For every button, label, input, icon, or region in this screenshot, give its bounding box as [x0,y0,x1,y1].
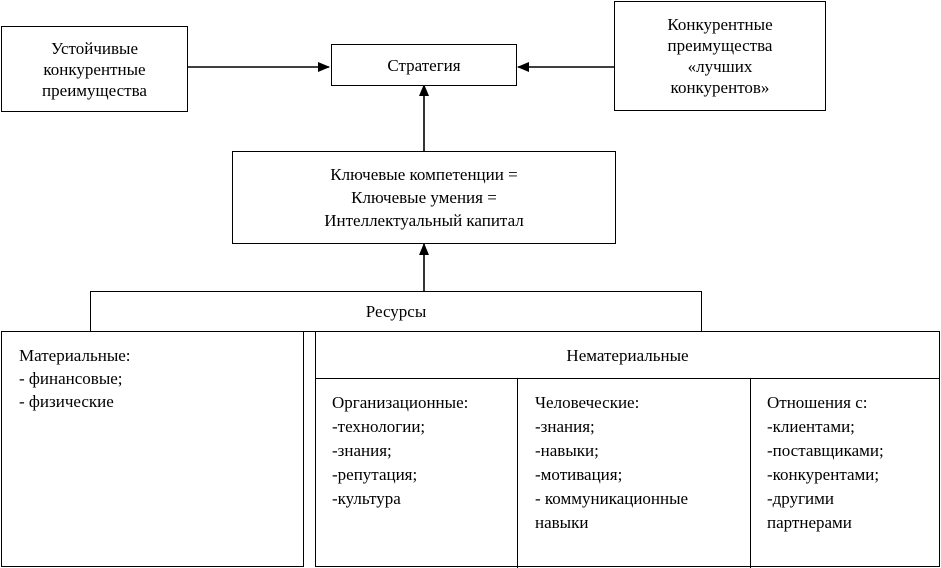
key-competences-box: Ключевые компетенции = Ключевые умения =… [232,151,616,244]
list-item: -знания; [535,417,595,436]
material-resources-text: Материальные: - финансовые; - физические [19,344,131,413]
list-item: -конкурентами; [767,465,880,484]
list-item: - физические [19,392,114,411]
list-item: -клиентами; [767,417,855,436]
divider [750,378,751,568]
divider [316,378,939,379]
list-item: партнерами [767,513,852,532]
list-item: -мотивация; [535,465,623,484]
best-competitors-text: Конкурентные преимущества «лучших конкур… [667,14,772,98]
intangible-resources-box: Нематериальные Организационные: -техноло… [315,331,940,568]
text-line: Интеллектуальный капитал [324,211,524,230]
key-competences-text: Ключевые компетенции = Ключевые умения =… [324,163,524,232]
list-item: -репутация; [332,465,418,484]
intangible-title-row: Нематериальные [316,332,939,378]
text-line: Конкурентные [667,15,773,34]
strategy-label: Стратегия [387,55,461,75]
text-line: преимущества [667,36,773,55]
text-line: Ключевые умения = [351,188,497,207]
list-item: -другими [767,489,835,508]
text-line: преимущества [42,80,147,100]
text-line: конкурентные [43,59,146,79]
intangible-title: Нематериальные [566,345,689,365]
human-resources: Человеческие: -знания; -навыки; -мотивац… [535,391,688,535]
resources-label: Ресурсы [365,302,427,321]
list-item: навыки [535,513,589,532]
organizational-title: Организационные: [332,393,469,412]
relations-title: Отношения с: [767,393,868,412]
sustainable-advantages-text: Устойчивые конкурентные преимущества [42,38,147,101]
text-line: Устойчивые [51,38,138,58]
list-item: -культура [332,489,401,508]
resources-box: Ресурсы [90,291,702,332]
text-line: Ключевые компетенции = [330,165,518,184]
list-item: -навыки; [535,441,599,460]
organizational-resources: Организационные: -технологии; -знания; -… [332,391,468,511]
text-line: «лучших [687,57,753,76]
list-item: -поставщиками; [767,441,884,460]
best-competitors-box: Конкурентные преимущества «лучших конкур… [614,1,826,111]
list-item: - финансовые; [19,369,123,388]
divider [517,378,518,568]
sustainable-advantages-box: Устойчивые конкурентные преимущества [1,26,188,112]
list-item: - коммуникационные [535,489,689,508]
list-item: -технологии; [332,417,426,436]
text-line: конкурентов» [670,78,770,97]
relations-resources: Отношения с: -клиентами; -поставщиками; … [767,391,884,535]
human-title: Человеческие: [535,393,640,412]
list-item: -знания; [332,441,392,460]
strategy-box: Стратегия [331,44,517,86]
material-title: Материальные: [19,346,131,365]
material-resources-box: Материальные: - финансовые; - физические [1,331,304,567]
